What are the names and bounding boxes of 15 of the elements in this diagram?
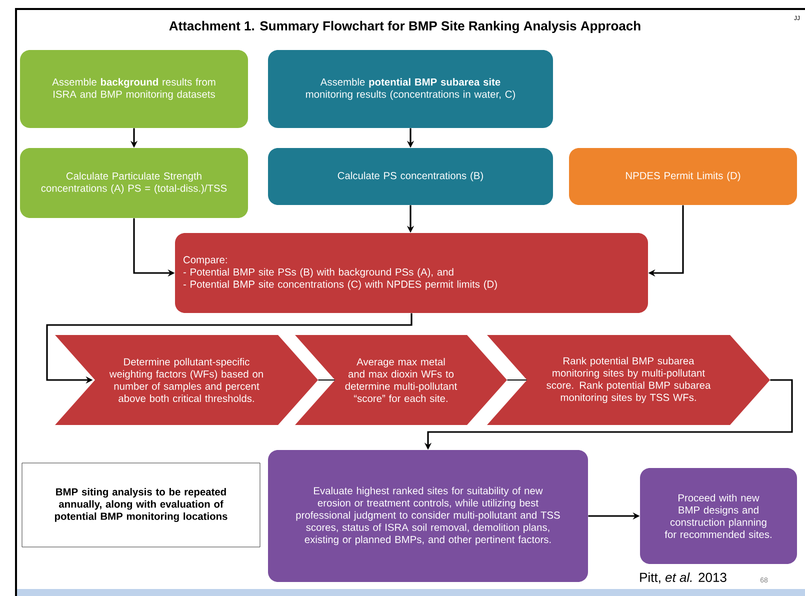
process-box: Compare: - Potential BMP site PSs (B) with background PSs (A), and - Potential BMP site concentrations (C) with NPDES permit limits (D) bbox=[175, 233, 648, 313]
process-box: Calculate PS concentrations (B) bbox=[268, 148, 553, 205]
process-box: Evaluate highest ranked sites for suitability of new erosion or treatment controls, while utilizing best professional judgment to consider multi-pollutant and TSS scores, status of ISRA soil removal, demolition plans, existing or planned BMPs, and other pertinent factors. bbox=[268, 450, 588, 582]
process-step: Determine pollutant-specific weighting factors (WFs) based on number of samples and percent above both critical thresholds. bbox=[55, 335, 318, 425]
node-label: Determine pollutant-specific weighting factors (WFs) based on number of samples and percent above both critical thresholds. bbox=[109, 358, 263, 402]
process-box: Proceed with new BMP designs and construction planning for recommended sites. bbox=[640, 468, 797, 564]
process-box: Assemble potential BMP subarea site monitoring results (concentrations in water, C) bbox=[268, 50, 553, 128]
process-step: Rank potential BMP subarea monitoring sites by multi-pollutant score. Rank potential BMP subarea monitoring sites by TSS WFs. bbox=[487, 335, 770, 425]
node-label: Average max metal and max dioxin WFs to determine multi-pollutant “score” for each site. bbox=[345, 358, 458, 402]
title: Attachment 1. Summary Flowchart for BMP Site Ranking Analysis Approach bbox=[169, 20, 640, 34]
process-box: Assemble background results from ISRA and BMP monitoring datasets bbox=[20, 50, 248, 128]
note-box: BMP siting analysis to be repeated annually, along with evaluation of potential BMP monitoring locations bbox=[22, 462, 260, 548]
process-box: NPDES Permit Limits (D) bbox=[569, 148, 797, 205]
process-step: Average max metal and max dioxin WFs to determine multi-pollutant “score” for each site. bbox=[295, 335, 507, 425]
process-box: Calculate Particulate Strength concentrations (A) PS = (total-diss.)/TSS bbox=[20, 148, 248, 218]
